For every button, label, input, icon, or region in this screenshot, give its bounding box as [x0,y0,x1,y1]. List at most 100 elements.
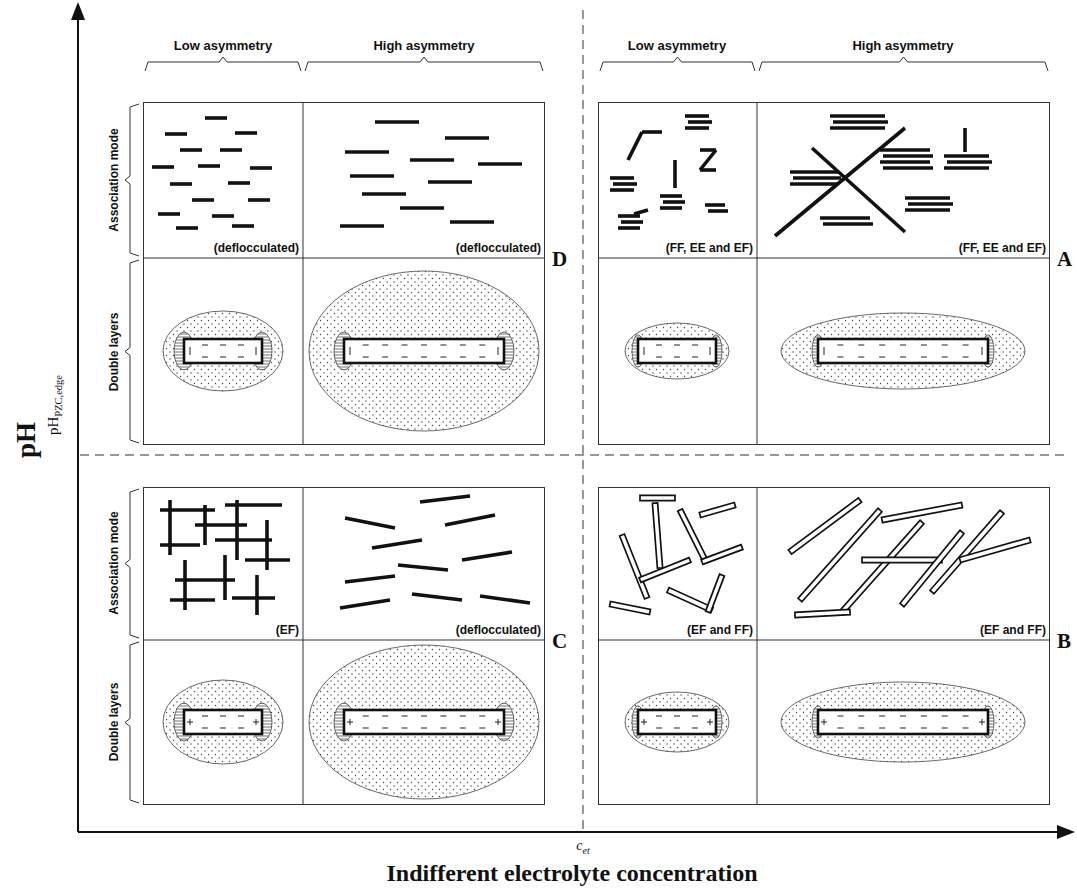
negative-charge [982,347,983,355]
cell-divider [598,258,1050,259]
clay-platelet [944,154,989,158]
clay-plate [344,339,504,363]
clay-platelet [428,180,472,184]
clay-platelet [775,128,905,236]
positive-charge [710,719,711,725]
row-heading: Double layers [107,313,121,392]
negative-charge [421,357,427,358]
clay-platelet [245,558,290,562]
negative-charge [363,728,369,729]
negative-charge [382,357,388,358]
clay-plate [184,339,262,363]
negative-charge [460,728,466,729]
positive-charge [256,719,257,725]
negative-charge [256,347,257,355]
diffuse-layer [163,680,283,764]
clay-platelet [685,114,709,118]
clay-platelet [255,575,259,615]
negative-charge [900,728,906,729]
row-brace [125,104,139,256]
clay-platelet [862,557,942,562]
clay-platelet [165,132,187,136]
clay-platelet [160,543,200,547]
column-heading: Low asymmetry [174,38,272,53]
cell-divider [303,102,304,445]
clay-platelet [663,200,685,204]
quadrant-letter: D [552,247,567,272]
x-axis-arrow [1057,825,1075,839]
clay-platelet [882,502,963,522]
clay-platelet [705,203,725,207]
negative-charge [692,716,698,717]
row-brace [125,642,139,803]
column-heading: High asymmetry [852,38,953,53]
clay-plate [638,339,716,363]
diffuse-layer [781,682,1025,762]
negative-charge [440,345,446,346]
column-heading: High asymmetry [373,38,474,53]
negative-charge [363,357,369,358]
label-group: pHPZC,edge [45,375,64,435]
column-brace [145,57,301,71]
association-cell: (deflocculated) [144,103,304,259]
clay-platelet [830,114,885,118]
quadrant-panel: D(deflocculated)(deflocculated) [143,102,545,445]
clay-platelet [798,508,882,601]
positive-charge [644,719,645,725]
negative-charge [190,347,191,355]
diffuse-layer [781,313,1025,389]
clay-platelet [232,596,275,600]
negative-charge [202,357,208,358]
clay-platelet [830,126,885,130]
association-label: (FF, EE and EF) [959,241,1046,255]
negative-charge [710,347,711,355]
clay-platelet [963,128,967,152]
negative-charge [879,716,885,717]
association-label: (FF, EE and EF) [666,241,753,255]
clay-platelet [905,196,950,200]
association-label: (EF) [276,623,299,637]
clay-platelet [176,226,198,230]
clay-platelet [688,120,712,124]
clay-platelet [620,534,650,599]
clay-platelet [642,130,662,134]
clay-platelet [445,136,489,140]
clay-platelet [947,160,992,164]
negative-charge [963,345,969,346]
clay-plate [184,710,262,734]
clay-platelet [362,192,406,196]
negative-charge [837,345,843,346]
negative-charge [479,716,485,717]
clay-platelet [639,558,691,583]
clay-platelet [959,538,1030,563]
clay-platelet [232,224,254,228]
clay-platelet [345,150,389,154]
quadrant-letter: B [1057,629,1071,654]
clay-platelet [215,538,272,542]
negative-charge [921,716,927,717]
clay-platelet [412,594,462,600]
cell-divider [757,487,758,805]
column-heading: Low asymmetry [628,38,726,53]
negative-charge [921,357,927,358]
negative-charge [220,345,226,346]
association-cell: (EF) [144,488,304,641]
diffuse-layer [625,692,729,752]
clay-platelet [640,495,675,500]
negative-charge [963,728,969,729]
clay-platelet [398,565,448,570]
clay-platelet [345,576,395,582]
label-group: cet [576,838,589,856]
clay-platelet [700,168,716,172]
row-heading: Double layers [107,683,121,762]
negative-charge [692,728,698,729]
negative-charge [202,728,208,729]
clay-platelet [350,174,394,178]
clay-platelet [450,220,494,224]
negative-charge [440,357,446,358]
clay-platelet [183,560,187,610]
clay-platelet [700,150,716,170]
negative-charge [858,357,864,358]
clay-platelet [788,498,861,554]
